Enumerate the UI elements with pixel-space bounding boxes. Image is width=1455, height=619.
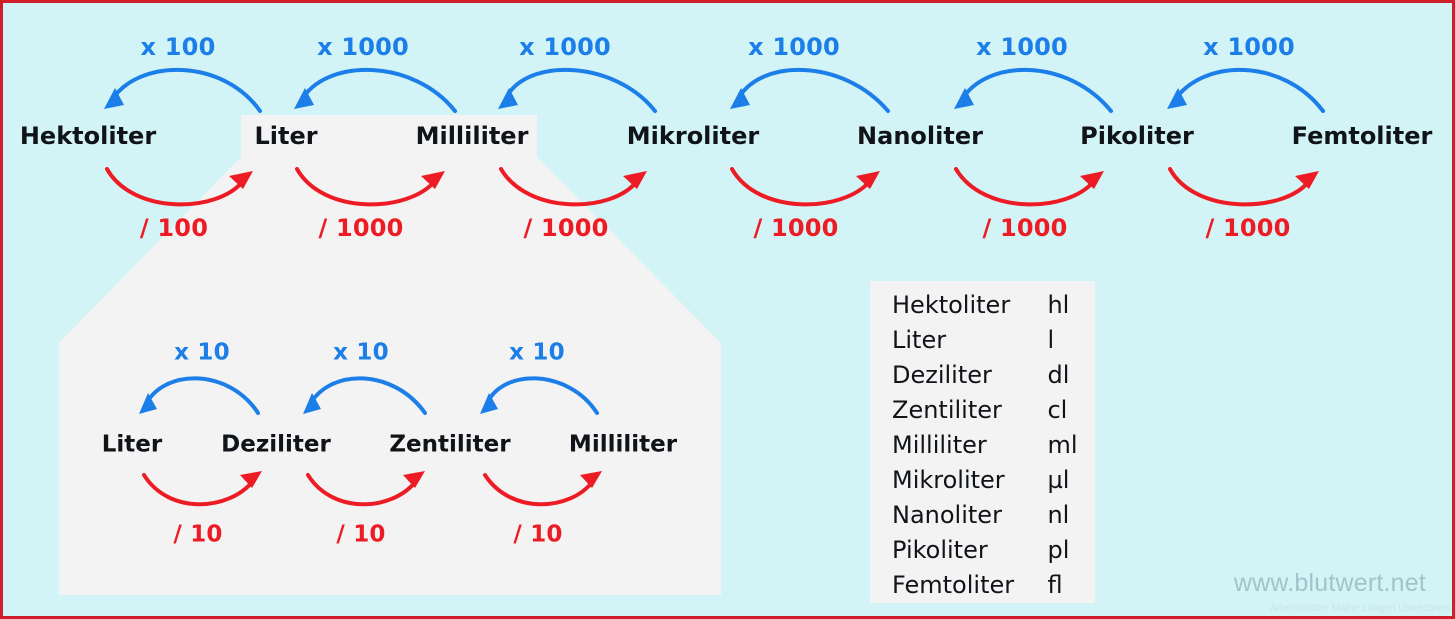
unit-abbreviation: l (1047, 325, 1055, 354)
abbreviation-row: Hektoliter hl (892, 287, 1095, 322)
unit-abbreviation: nl (1047, 500, 1070, 529)
zoom-unit-deziliter: Deziliter (221, 431, 331, 458)
unit-name: Femtoliter (892, 570, 1015, 599)
abbreviation-row: Pikoliter pl (892, 532, 1095, 567)
main-unit-liter: Liter (254, 122, 318, 150)
unit-abbreviation: pl (1047, 535, 1070, 564)
zoom-multiply-factor-1: x 10 (174, 339, 230, 366)
main-divide-factor-2: / 1000 (318, 214, 404, 242)
unit-name: Liter (892, 325, 947, 354)
main-multiply-factor-1: x 100 (140, 33, 216, 61)
main-divide-factor-6: / 1000 (1205, 214, 1291, 242)
main-multiply-factor-3: x 1000 (519, 33, 611, 61)
main-divide-factor-4: / 1000 (753, 214, 839, 242)
unit-name: Pikoliter (892, 535, 988, 564)
abbreviation-row: Liter l (892, 322, 1095, 357)
main-unit-femtoliter: Femtoliter (1291, 122, 1433, 150)
main-divide-factor-5: / 1000 (982, 214, 1068, 242)
main-unit-pikoliter: Pikoliter (1080, 122, 1194, 150)
main-multiply-factor-4: x 1000 (748, 33, 840, 61)
main-multiply-factor-6: x 1000 (1203, 33, 1295, 61)
unit-abbreviation: fl (1047, 570, 1063, 599)
unit-name: Deziliter (892, 360, 992, 389)
unit-abbreviation: ml (1047, 430, 1078, 459)
abbreviation-row: Femtoliter fl (892, 567, 1095, 602)
zoom-multiply-factor-2: x 10 (333, 339, 389, 366)
abbreviation-row: Deziliter dl (892, 357, 1095, 392)
watermark-subtitle: Arbeitsblätter Mathe Längen Umrechnen (1269, 603, 1450, 614)
main-unit-milliliter: Milliliter (415, 122, 529, 150)
main-unit-nanoliter: Nanoliter (857, 122, 983, 150)
main-multiply-factor-5: x 1000 (976, 33, 1068, 61)
main-unit-hektoliter: Hektoliter (19, 122, 157, 150)
unit-abbreviation: hl (1047, 290, 1070, 319)
abbreviation-row: Milliliter ml (892, 427, 1095, 462)
unit-name: Hektoliter (892, 290, 1011, 319)
main-divide-factor-1: / 100 (139, 214, 209, 242)
main-unit-mikroliter: Mikroliter (626, 122, 760, 150)
abbreviation-row: Zentiliter cl (892, 392, 1095, 427)
abbreviation-row: Nanoliter nl (892, 497, 1095, 532)
zoom-multiply-factor-3: x 10 (509, 339, 565, 366)
unit-abbreviation-table: Hektoliter hl Liter l Deziliter dl Zenti… (870, 281, 1095, 603)
abbreviation-row: Mikroliter µl (892, 462, 1095, 497)
zoom-unit-zentiliter: Zentiliter (389, 431, 511, 458)
unit-name: Nanoliter (892, 500, 1002, 529)
zoom-divide-factor-3: / 10 (513, 521, 563, 548)
unit-abbreviation: dl (1047, 360, 1070, 389)
main-divide-factor-3: / 1000 (523, 214, 609, 242)
unit-name: Mikroliter (892, 465, 1005, 494)
zoom-unit-milliliter: Milliliter (568, 431, 678, 458)
unit-abbreviation: cl (1047, 395, 1068, 424)
unit-name: Milliliter (892, 430, 987, 459)
site-watermark: www.blutwert.net (1233, 569, 1426, 597)
unit-name: Zentiliter (892, 395, 1002, 424)
unit-abbreviation: µl (1047, 465, 1070, 494)
main-multiply-factor-2: x 1000 (317, 33, 409, 61)
zoom-unit-liter: Liter (101, 431, 163, 458)
zoom-divide-factor-1: / 10 (173, 521, 223, 548)
zoom-divide-factor-2: / 10 (336, 521, 386, 548)
